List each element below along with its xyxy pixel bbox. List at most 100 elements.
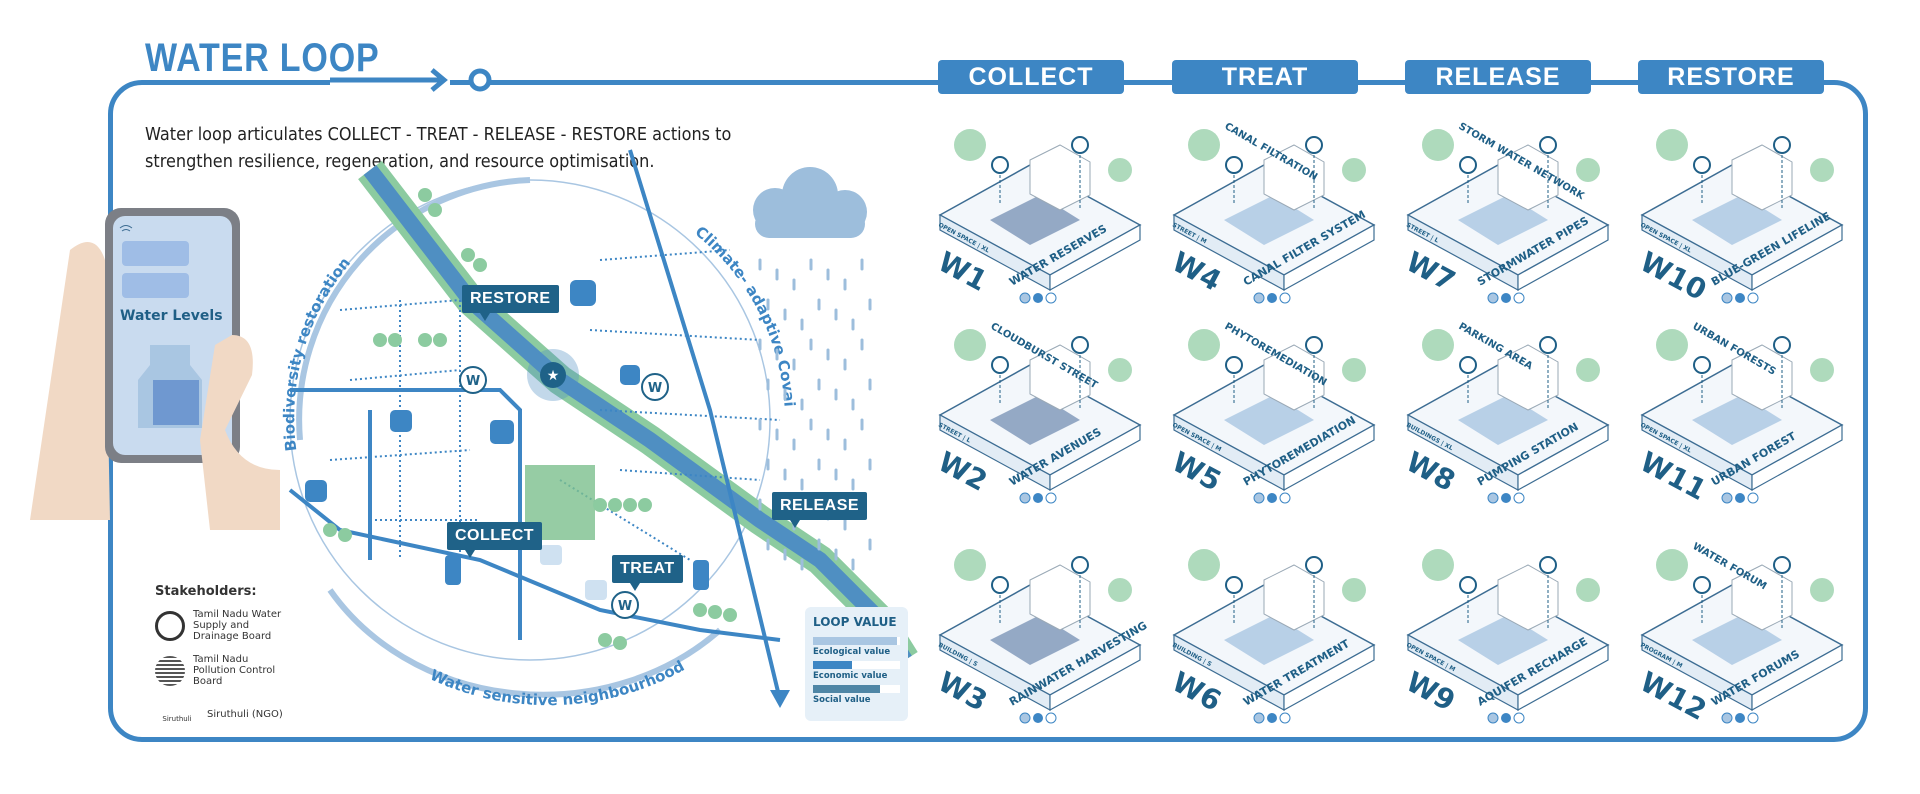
tile-w10: OPEN SPACE | XL W10 BLUE-GREEN LIFELINE: [1632, 110, 1852, 307]
loop-value-heading: LOOP VALUE: [813, 615, 897, 629]
callout-restore: RESTORE: [462, 285, 559, 321]
value-indicators: [1487, 292, 1525, 304]
building: [1497, 344, 1559, 411]
service-icon: [991, 156, 1009, 174]
tree-icon: [1810, 578, 1834, 602]
arc-arrow-biodiversity: [296, 177, 531, 441]
loop-value-item: Social value: [813, 685, 900, 705]
service-icon: [1225, 576, 1243, 594]
arrow-right-icon: [430, 68, 448, 92]
service-icon: [1071, 336, 1089, 354]
service-icon: [1539, 336, 1557, 354]
tree-icon: [1576, 158, 1600, 182]
service-icon: [1773, 556, 1791, 574]
building: [1731, 564, 1793, 631]
tree-icon: [1656, 129, 1688, 161]
building: [1029, 144, 1091, 211]
tree-icon: [1810, 358, 1834, 382]
tab-release: RELEASE: [1405, 60, 1591, 94]
service-icon: [991, 576, 1009, 594]
value-indicators: [1253, 712, 1291, 724]
tree-icons: [323, 188, 737, 650]
tree-icon: [1656, 329, 1688, 361]
twad-logo-icon: [155, 610, 185, 641]
intro-text: Water loop articulates COLLECT - TREAT -…: [145, 125, 732, 172]
tree-icon: [1422, 549, 1454, 581]
svg-text:W: W: [618, 599, 632, 614]
service-icon: [1539, 556, 1557, 574]
tree-icon: [1342, 158, 1366, 182]
building: [1497, 564, 1559, 631]
stakeholders: Stakeholders: Tamil Nadu Water Supply an…: [155, 584, 297, 741]
tab-treat: TREAT: [1172, 60, 1358, 94]
service-icon: [1305, 556, 1323, 574]
phone-label: Water Levels: [120, 308, 223, 324]
value-indicators: [1721, 712, 1759, 724]
service-icon: [1071, 136, 1089, 154]
tab-restore: RESTORE: [1638, 60, 1824, 94]
tree-icon: [954, 329, 986, 361]
plot-block: [540, 545, 562, 565]
value-indicators: [1253, 492, 1291, 504]
tile-w9: OPEN SPACE | M W9 AQUIFER RECHARGE: [1398, 530, 1618, 725]
rain-cloud-icon: [753, 167, 867, 238]
tile-w8: BUILDINGS | XL W8 PUMPING STATION PARKIN…: [1398, 310, 1618, 505]
svg-text:W: W: [648, 381, 662, 396]
value-indicators: [1019, 712, 1057, 724]
tile-w2: STREET | L W2 WATER AVENUES CLOUDBURST S…: [930, 310, 1150, 505]
phone-illustration: Water Levels: [30, 208, 280, 530]
svg-text:W: W: [466, 374, 480, 389]
callout-collect: COLLECT: [447, 522, 543, 558]
well-markers: W W W: [459, 366, 669, 619]
tile-w4: STREET | M W4 CANAL FILTER SYSTEM CANAL …: [1164, 110, 1384, 305]
value-indicators: [1721, 492, 1759, 504]
tree-icon: [1108, 578, 1132, 602]
tree-icon: [1108, 358, 1132, 382]
plot-block: [585, 580, 607, 600]
water-drop-icons: [305, 280, 709, 590]
value-indicators: [1721, 292, 1759, 304]
service-icon: [1305, 136, 1323, 154]
page-title: WATER LOOP: [145, 36, 380, 80]
tile-w11: OPEN SPACE | XL W11 URBAN FOREST URBAN F…: [1632, 310, 1852, 507]
stakeholders-heading: Stakeholders:: [155, 584, 257, 599]
star-marker-icon: [540, 362, 566, 388]
service-icon: [1773, 336, 1791, 354]
stakeholder-item: Tamil Nadu Pollution Control Board: [155, 654, 297, 687]
service-icon: [1459, 156, 1477, 174]
callout-treat: TREAT: [612, 555, 683, 591]
tree-icon: [1108, 158, 1132, 182]
tile-w1: OPEN SPACE | XL W1 WATER RESERVES: [930, 110, 1150, 305]
building: [1731, 344, 1793, 411]
loop-node-icon: [468, 68, 492, 92]
arc-label-neighbourhood: Water sensitive neighbourhood: [428, 657, 688, 709]
value-indicators: [1019, 492, 1057, 504]
service-icon: [1459, 356, 1477, 374]
loop-value-bar: [813, 685, 900, 693]
arc-arrow-neighbourhood: [327, 588, 722, 698]
tree-icon: [1188, 129, 1220, 161]
tree-icon: [1576, 358, 1600, 382]
right-hand: [200, 335, 280, 530]
stakeholder-item: Tamil Nadu Water Supply and Drainage Boa…: [155, 609, 297, 642]
loop-value-bar: [813, 661, 900, 669]
tree-icon: [1576, 578, 1600, 602]
tree-icon: [954, 129, 986, 161]
tree-icon: [1188, 329, 1220, 361]
building: [1029, 564, 1091, 631]
tree-icon: [954, 549, 986, 581]
tree-icon: [1422, 329, 1454, 361]
service-icon: [1459, 576, 1477, 594]
loop-value-item: Economic value: [813, 661, 900, 681]
tree-icon: [1422, 129, 1454, 161]
building: [1497, 144, 1559, 211]
service-icon: [1071, 556, 1089, 574]
tree-icon: [1342, 578, 1366, 602]
building: [1263, 144, 1325, 211]
building: [1263, 564, 1325, 631]
loop-value-item: Ecological value: [813, 637, 900, 657]
service-icon: [1693, 156, 1711, 174]
callout-release: RELEASE: [772, 492, 868, 528]
